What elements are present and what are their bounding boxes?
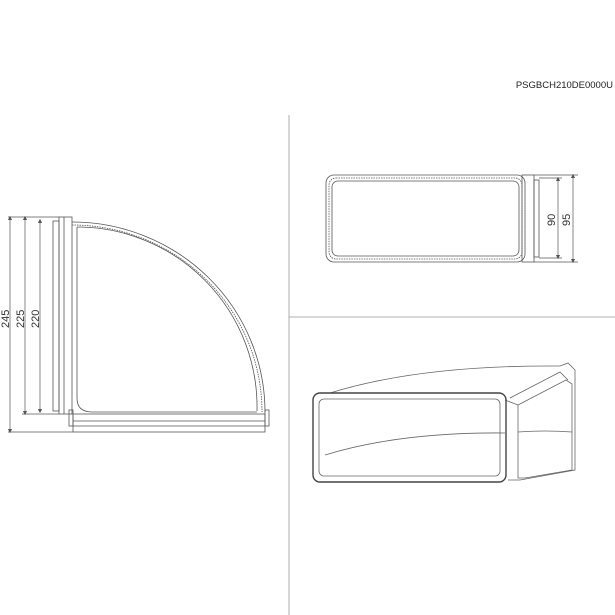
side-view-dimensions xyxy=(7,215,73,434)
end-view-section xyxy=(325,174,540,263)
dimension-90: 90 xyxy=(546,214,558,226)
dimension-245: 245 xyxy=(0,310,12,328)
perspective-view xyxy=(312,362,576,483)
end-view-dimensions xyxy=(534,173,578,264)
dimension-220: 220 xyxy=(30,310,42,328)
product-code: PSGBCH210DE0000U xyxy=(515,80,613,91)
dimension-95: 95 xyxy=(561,214,573,226)
side-view-bend xyxy=(52,216,270,433)
dimension-225: 225 xyxy=(15,310,27,328)
